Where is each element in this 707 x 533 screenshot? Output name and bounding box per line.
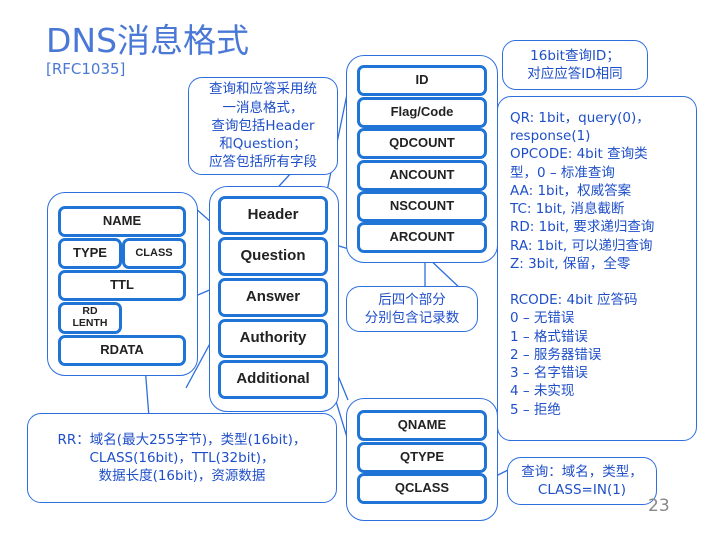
header-ancount-field: ANCOUNT: [357, 160, 487, 191]
section-answer: Answer: [218, 278, 328, 317]
question-qtype-field: QTYPE: [357, 442, 487, 473]
header-flagcode-field: Flag/Code: [357, 97, 487, 128]
rr-note: RR：域名(最大255字节)，类型(16bit)， CLASS(16bit)，T…: [27, 413, 337, 503]
rr-class-field: CLASS: [122, 238, 186, 269]
section-header: Header: [218, 196, 328, 235]
flags-note: QR: 1bit，query(0)， response(1) OPCODE: 4…: [497, 96, 697, 441]
question-qclass-field: QCLASS: [357, 473, 487, 504]
rfc-reference: [RFC1035]: [46, 60, 126, 78]
question-qname-field: QNAME: [357, 410, 487, 441]
header-id-field: ID: [357, 65, 487, 96]
header-nscount-field: NSCOUNT: [357, 191, 487, 222]
unified-format-note: 查询和应答采用统 一消息格式， 查询包括Header 和Question； 应答…: [188, 77, 338, 175]
rr-rdata-field: RDATA: [58, 335, 186, 366]
header-arcount-field: ARCOUNT: [357, 222, 487, 253]
query-note: 查询：域名，类型， CLASS=IN(1): [507, 457, 657, 505]
rr-rdlength-field: RD LENTH: [58, 302, 122, 334]
header-qdcount-field: QDCOUNT: [357, 128, 487, 159]
section-question: Question: [218, 237, 328, 276]
page-title: DNS消息格式: [46, 21, 250, 60]
section-additional: Additional: [218, 360, 328, 399]
rr-type-field: TYPE: [58, 238, 122, 269]
page-number: 23: [648, 496, 670, 516]
rr-name-field: NAME: [58, 206, 186, 237]
rr-ttl-field: TTL: [58, 270, 186, 301]
id-note: 16bit查询ID； 对应应答ID相同: [502, 40, 648, 90]
counts-note: 后四个部分 分别包含记录数: [346, 286, 478, 332]
section-authority: Authority: [218, 319, 328, 358]
